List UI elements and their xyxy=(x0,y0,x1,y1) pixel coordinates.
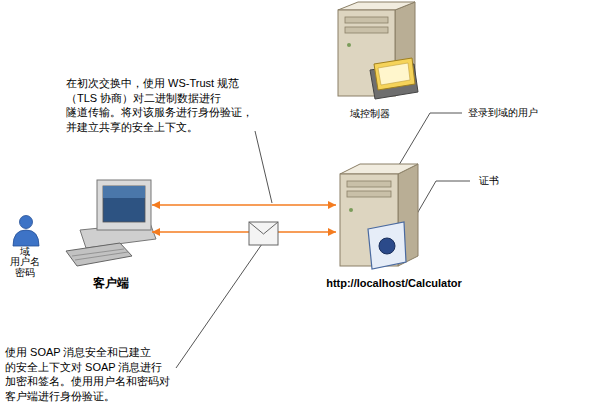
power-led xyxy=(347,43,351,47)
folder-paper xyxy=(374,58,415,90)
user-head xyxy=(20,216,33,229)
monitor xyxy=(97,180,151,230)
message-envelope xyxy=(249,222,278,245)
server-top xyxy=(340,164,418,174)
drive-bay xyxy=(347,191,391,197)
node-label: 客户端 xyxy=(93,276,129,290)
screen-glare xyxy=(103,186,145,198)
keyboard-keys xyxy=(72,249,124,256)
keyboard-keys xyxy=(75,252,128,260)
certificate xyxy=(368,222,406,269)
folder-paper xyxy=(378,63,410,85)
callout-label: 证书 xyxy=(479,174,539,187)
drive-bay xyxy=(345,17,388,23)
server-top xyxy=(338,2,415,10)
callout-note: 使用 SOAP 消息安全和已建立 的安全上下文对 SOAP 消息进行 加密和签名… xyxy=(5,345,185,403)
user-node: 域 用户名 密码 xyxy=(9,213,41,278)
server-node: http://localhost/Calculator xyxy=(336,158,416,290)
node-label: 域控制器 xyxy=(350,108,390,120)
envelope-flap xyxy=(249,222,278,234)
client-node: 客户端 xyxy=(70,178,152,290)
power-led xyxy=(349,208,353,212)
node-label: 域 用户名 密码 xyxy=(9,247,41,279)
message-arrow xyxy=(152,204,336,206)
message-arrow xyxy=(152,231,336,233)
drive-bay xyxy=(345,27,388,33)
drive-bay xyxy=(347,181,391,187)
callout-label: 登录到域的用户 xyxy=(468,106,578,119)
callout-note: 在初次交换中，使用 WS-Trust 规范（TLS 协商）对二进制数据进行 隧道… xyxy=(66,76,261,134)
certificate-seal xyxy=(379,238,395,254)
keyboard xyxy=(66,243,132,266)
server-front xyxy=(340,174,398,266)
user-body xyxy=(13,230,39,246)
screen xyxy=(103,186,145,222)
leader-line xyxy=(176,244,262,368)
node-label: http://localhost/Calculator xyxy=(326,276,462,290)
leader-line xyxy=(255,131,272,203)
server-node: 域控制器 xyxy=(325,2,415,120)
